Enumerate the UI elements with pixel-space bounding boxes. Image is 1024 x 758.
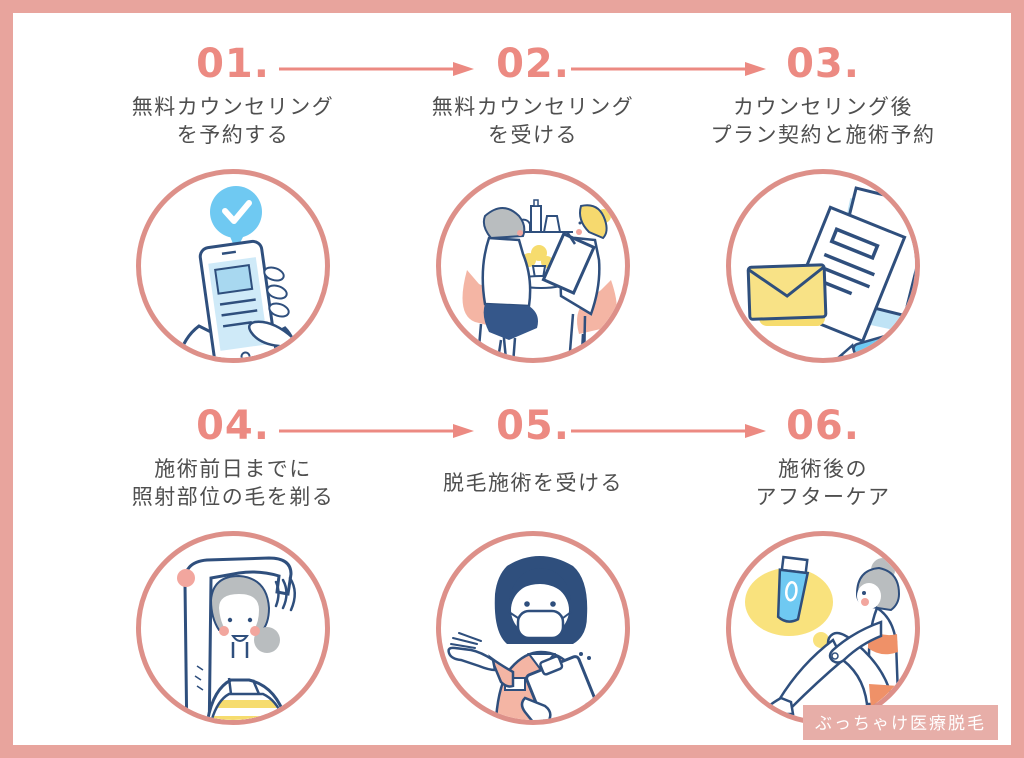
step-illustration-circle [726,169,920,363]
step-1: 01. 無料カウンセリング を予約する [83,41,383,363]
step-4: 04. 施術前日までに 照射部位の毛を剃る [83,403,383,725]
step-illustration-circle [436,531,630,725]
step-number: 02. [496,41,570,87]
step-title: 無料カウンセリング を予約する [131,95,335,147]
step-title: カウンセリング後 プラン契約と施術予約 [710,95,936,147]
step-title: 施術前日までに 照射部位の毛を剃る [131,457,335,509]
step-title: 無料カウンセリング を受ける [431,95,635,147]
nurse-treatment-illustration [447,556,607,720]
arrow-right-icon [279,424,474,438]
step-number: 06. [786,403,860,449]
step-illustration-circle [136,531,330,725]
step-title: 脱毛施術を受ける [443,471,623,495]
contract-documents-illustration [746,186,915,358]
step-title: 施術後の アフターケア [755,457,891,509]
step-number: 01. [196,41,270,87]
step-number: 05. [496,403,570,449]
step-illustration-circle [436,169,630,363]
step-3: 03. カウンセリング後 プラン契約と施術予約 [673,41,973,363]
step-number: 04. [196,403,270,449]
shaving-preparation-illustration [177,556,296,720]
step-6: 06. 施術後の アフターケア [673,403,973,725]
step-illustration-circle [136,169,330,363]
step-illustration-circle [726,531,920,725]
arrow-right-icon [279,62,474,76]
step-2: 02. 無料カウンセリング を受ける [383,41,683,363]
arrow-right-icon [571,62,766,76]
arrow-right-icon [571,424,766,438]
step-5: 05. 脱毛施術を受ける [383,403,683,725]
watermark-badge: ぶっちゃけ医療脱毛 [803,705,998,740]
aftercare-relaxing-illustration [745,555,901,716]
counseling-session-illustration [462,199,617,358]
step-number: 03. [786,41,860,87]
smartphone-booking-illustration [177,186,299,358]
